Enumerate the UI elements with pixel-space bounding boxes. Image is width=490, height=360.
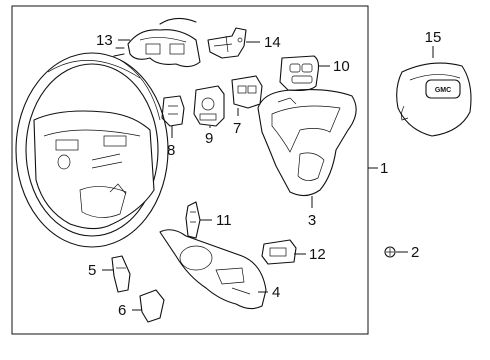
callout-5: 5 — [88, 262, 96, 279]
callout-14: 14 — [264, 34, 281, 51]
callout-6: 6 — [118, 302, 126, 319]
part-5-clip — [111, 255, 131, 293]
callout-8: 8 — [167, 142, 175, 159]
callout-4: 4 — [272, 284, 280, 301]
part-10-switch — [279, 55, 320, 92]
part-2-screw — [384, 246, 396, 258]
part-14-bracket — [207, 27, 247, 59]
part-11-clip — [185, 201, 201, 239]
part-7-switch — [231, 75, 263, 109]
assembly-frame — [11, 5, 369, 335]
airbag-emblem-text: GMC — [435, 87, 451, 94]
callout-7: 7 — [233, 120, 241, 137]
steering-wheel — [15, 52, 169, 248]
part-9-switch — [193, 85, 225, 127]
callout-2: 2 — [411, 244, 419, 261]
callout-10: 10 — [333, 58, 350, 75]
callout-3: 3 — [308, 212, 316, 229]
callout-1: 1 — [380, 160, 388, 177]
part-4-lower-cover — [159, 229, 267, 310]
part-8-bracket — [161, 95, 185, 127]
callout-9: 9 — [205, 130, 213, 147]
part-6-cap — [139, 289, 165, 323]
callout-11: 11 — [216, 212, 232, 229]
part-3-bezel — [257, 89, 357, 197]
part-13-wiring-harness — [113, 17, 201, 68]
airbag-emblem — [425, 79, 461, 99]
callout-13: 13 — [96, 32, 113, 49]
callout-15: 15 — [425, 29, 442, 46]
part-15-airbag: GMC — [396, 62, 472, 137]
part-12-module — [261, 239, 297, 265]
callout-12: 12 — [309, 246, 326, 263]
